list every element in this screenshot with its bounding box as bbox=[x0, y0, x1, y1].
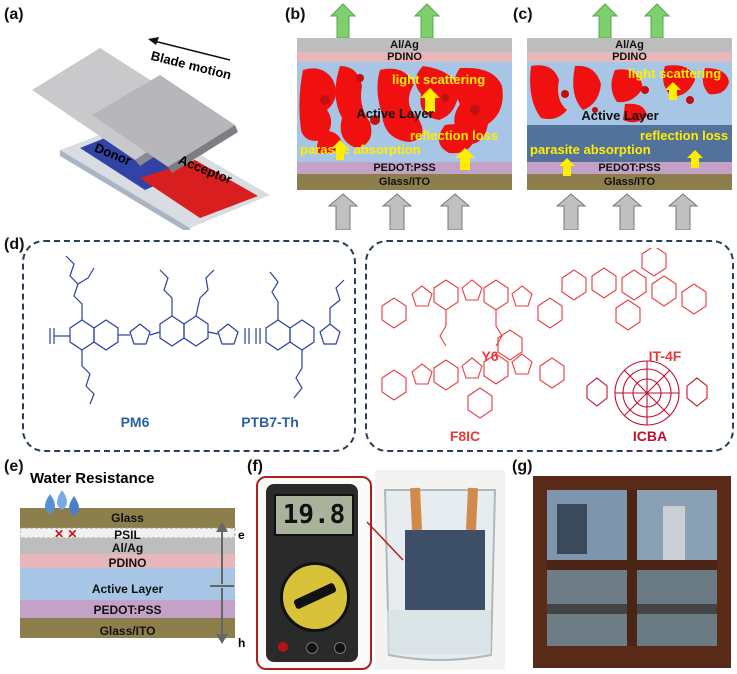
b-light-scattering: light scattering bbox=[392, 72, 486, 87]
incident-light-arrow-icon bbox=[327, 193, 359, 230]
b-glass-label: Glass/ITO bbox=[378, 176, 431, 188]
water-droplet-icon bbox=[69, 496, 79, 516]
window-photo bbox=[533, 476, 731, 668]
water-resistance-title: Water Resistance bbox=[30, 470, 155, 487]
beaker-photo bbox=[375, 470, 505, 670]
building bbox=[557, 504, 587, 554]
acceptor-film bbox=[140, 160, 258, 218]
molecule-label-pm6: PM6 bbox=[120, 414, 150, 430]
hole-label: h bbox=[238, 636, 246, 650]
panel-label-b: (b) bbox=[285, 6, 306, 23]
blade-motion-arrow bbox=[149, 39, 231, 61]
c-pedot-label: PEDOT:PSS bbox=[598, 162, 661, 174]
electron-arrow-icon bbox=[216, 522, 228, 532]
c-pdino-label: PDINO bbox=[612, 51, 647, 63]
device-in-water bbox=[405, 530, 485, 610]
b-reflection-loss: reflection loss bbox=[410, 128, 499, 143]
b-pdino-label: PDINO bbox=[387, 51, 422, 63]
e-pedot-label: PEDOT:PSS bbox=[93, 603, 162, 617]
e-pdino-label: PDINO bbox=[108, 556, 147, 570]
acceptor-structures bbox=[381, 248, 708, 426]
icba-structure bbox=[586, 360, 708, 426]
e-al-ag-label: Al/Ag bbox=[111, 541, 144, 555]
b-parasite-absorption: parasite absorption bbox=[300, 142, 421, 157]
panel-label-c: (c) bbox=[513, 6, 533, 23]
e-glass-label: Glass bbox=[111, 511, 144, 525]
al-ag-layer bbox=[297, 38, 512, 52]
multimeter-reading: 19.8 bbox=[282, 500, 346, 530]
incident-light-arrow-icon bbox=[381, 193, 413, 230]
green-arrow-icon bbox=[643, 3, 671, 39]
multimeter-body: 19.8 bbox=[266, 484, 358, 662]
incident-light-arrow-icon bbox=[555, 193, 587, 230]
incident-light-arrow-icon bbox=[611, 193, 643, 230]
e-active-layer-label: Active Layer bbox=[91, 582, 164, 596]
water-droplet-icon bbox=[57, 490, 67, 510]
e-psil-label: PSIL bbox=[114, 528, 141, 542]
panel-label-e: (e) bbox=[4, 458, 24, 475]
molecule-label-f8ic: F8IC bbox=[449, 428, 481, 444]
c-al-ag-label: Al/Ag bbox=[615, 39, 644, 51]
multimeter-inset: 19.8 bbox=[256, 476, 372, 670]
hole-arrow-icon bbox=[216, 634, 228, 644]
molecule-label-ptb7-th: PTB7-Th bbox=[241, 414, 299, 430]
pedot-layer bbox=[297, 162, 512, 174]
multimeter-display: 19.8 bbox=[274, 494, 354, 536]
water-resistance-stack: ✕ ✕ bbox=[20, 490, 236, 644]
c-parasite-absorption: parasite absorption bbox=[530, 142, 651, 157]
device-stack-b bbox=[297, 3, 512, 230]
blade-front bbox=[92, 75, 235, 167]
substrate-edge bbox=[60, 150, 190, 230]
electron-label: e bbox=[238, 528, 245, 542]
donor-box bbox=[22, 240, 356, 452]
incident-light-arrow-icon bbox=[439, 193, 471, 230]
b-active-layer-label: Active Layer bbox=[356, 106, 434, 121]
multimeter-dial[interactable] bbox=[280, 562, 350, 632]
c-reflection-loss: reflection loss bbox=[640, 128, 729, 143]
green-arrow-icon bbox=[413, 3, 441, 39]
c-light-scattering: light scattering bbox=[628, 66, 722, 81]
e-glass-ito-label: Glass/ITO bbox=[99, 624, 156, 638]
green-arrow-icon bbox=[329, 3, 357, 39]
device-stack-c bbox=[527, 3, 732, 230]
c-glass-label: Glass/ITO bbox=[603, 176, 656, 188]
donor-structures bbox=[49, 255, 345, 405]
molecule-label-it-4f: IT-4F bbox=[648, 348, 682, 364]
molecule-label-icba: ICBA bbox=[632, 428, 668, 444]
blocked-x-icon: ✕ ✕ bbox=[54, 527, 77, 541]
acceptor-domains bbox=[530, 65, 729, 123]
building bbox=[663, 506, 685, 560]
molecule-label-y6: Y6 bbox=[481, 348, 499, 364]
pdino-layer bbox=[297, 52, 512, 62]
acceptor-box bbox=[365, 240, 734, 452]
panel-label-a: (a) bbox=[4, 6, 24, 23]
glass-ito-layer bbox=[297, 174, 512, 190]
c-active-layer-label: Active Layer bbox=[581, 108, 659, 123]
incident-light-arrow-icon bbox=[667, 193, 699, 230]
panel-label-f: (f) bbox=[247, 458, 263, 475]
green-arrow-icon bbox=[591, 3, 619, 39]
water-droplet-icon bbox=[45, 494, 55, 514]
copper-tape bbox=[410, 487, 478, 531]
panel-label-d: (d) bbox=[4, 236, 25, 253]
b-al-ag-label: Al/Ag bbox=[390, 39, 419, 51]
blade-coating-illustration bbox=[32, 37, 270, 230]
panel-label-g: (g) bbox=[512, 458, 533, 475]
b-pedot-label: PEDOT:PSS bbox=[373, 162, 436, 174]
